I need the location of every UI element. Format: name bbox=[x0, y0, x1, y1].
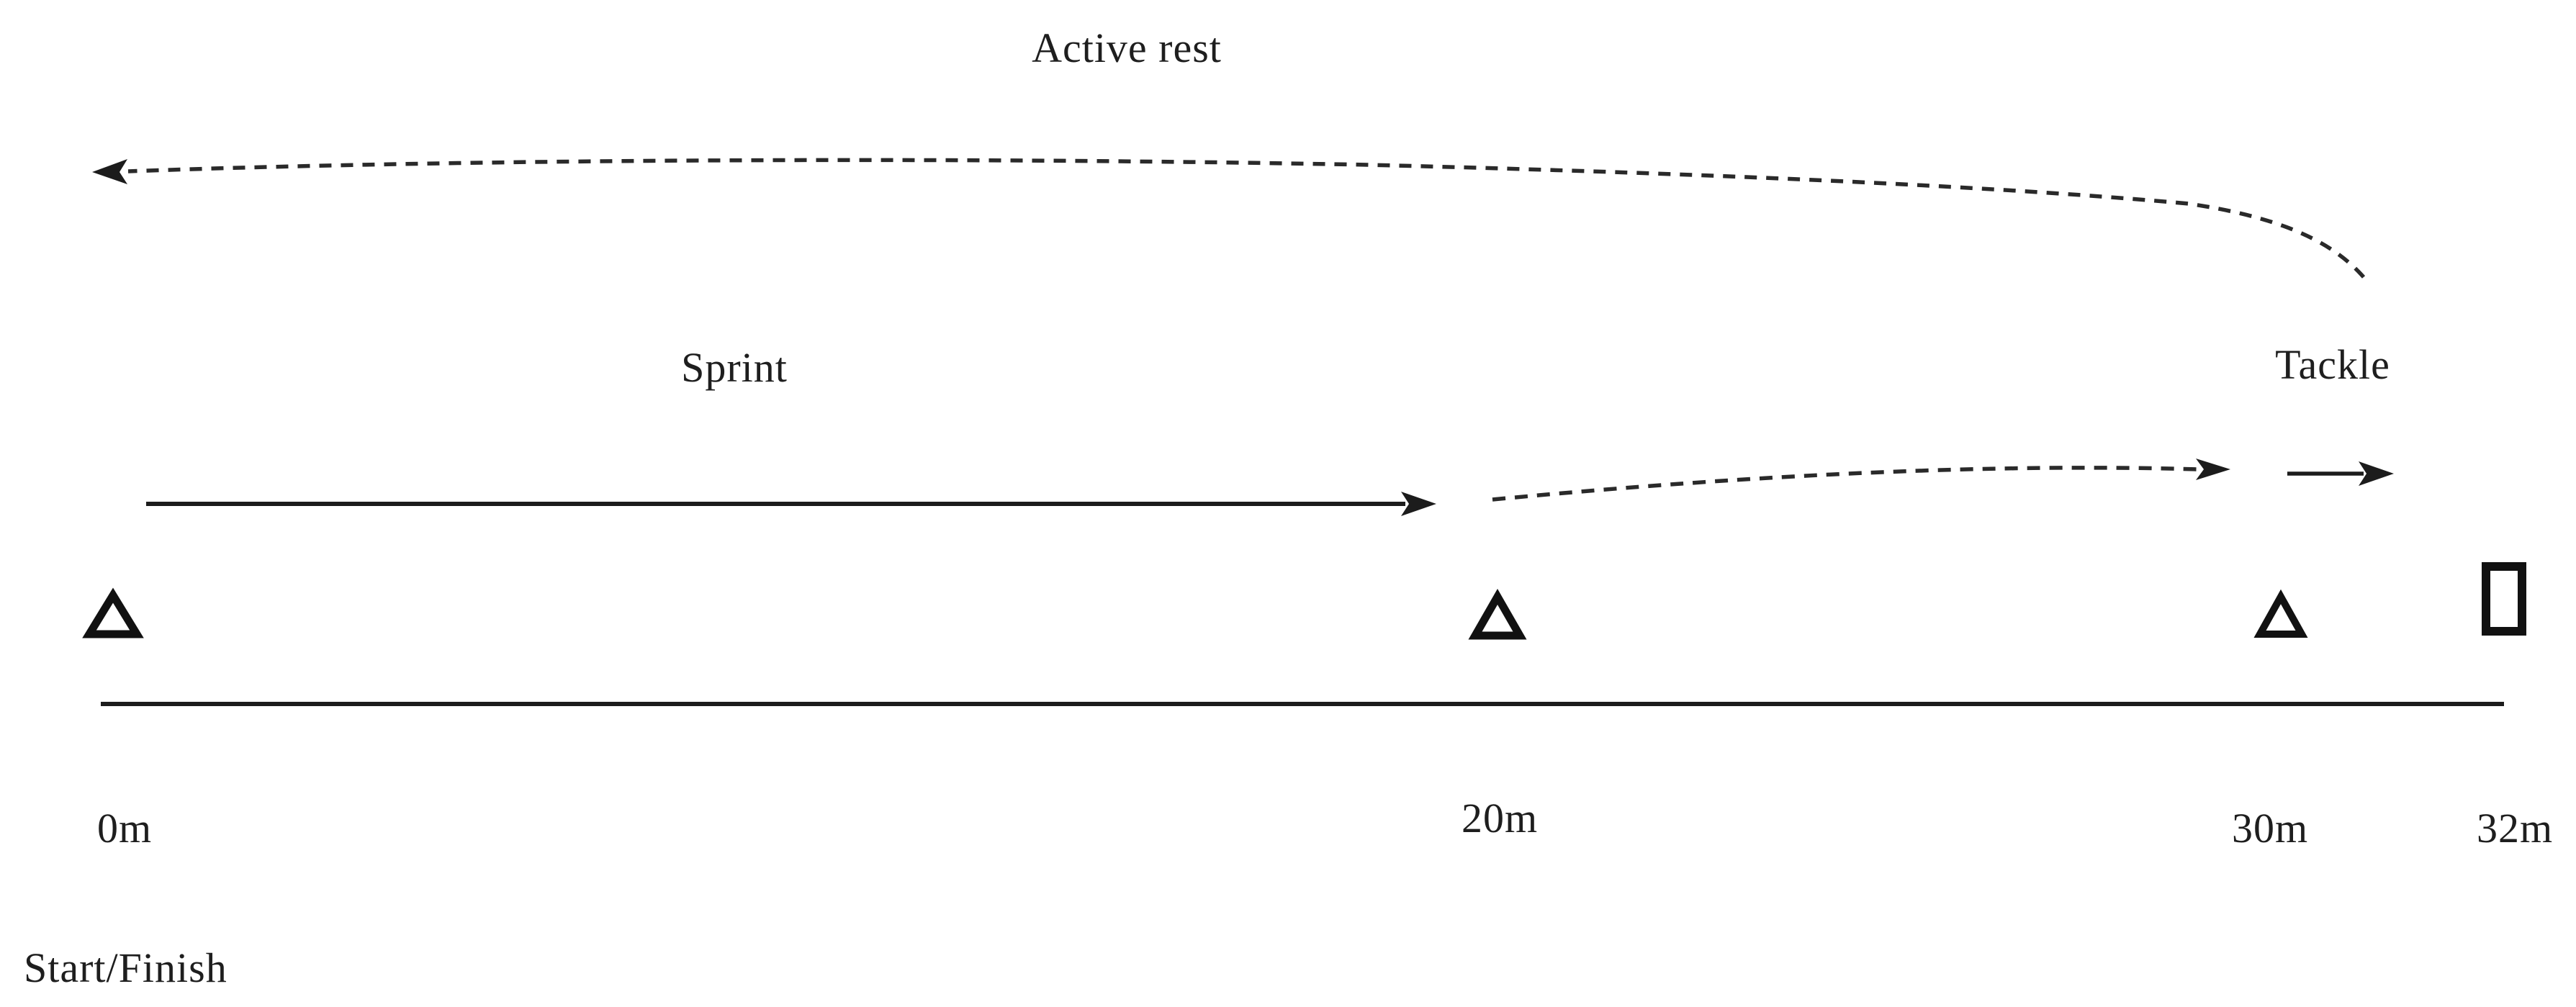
distance-label-0m: 0m bbox=[96, 805, 153, 852]
tackle-arrowhead-icon bbox=[2359, 461, 2394, 486]
sprint-arrowhead-icon bbox=[1401, 492, 1436, 516]
active-rest-arrowhead-icon bbox=[92, 159, 127, 184]
cone-icon-20m bbox=[1468, 588, 1527, 640]
distance-label-32m: 32m bbox=[2476, 805, 2554, 852]
start-finish-label: Start/Finish bbox=[24, 944, 228, 991]
distance-label-30m: 30m bbox=[2231, 805, 2309, 852]
jog-arrowhead-icon bbox=[2196, 459, 2230, 480]
tackle-bag-icon bbox=[2482, 562, 2526, 636]
cone-icon-0m bbox=[82, 587, 144, 638]
distance-label-20m: 20m bbox=[1461, 795, 1539, 841]
sprint-label: Sprint bbox=[681, 344, 788, 391]
jog-dashed-arrow bbox=[1492, 466, 2198, 502]
active-rest-dashed-arrow bbox=[127, 158, 2366, 279]
tackle-label: Tackle bbox=[2275, 341, 2390, 388]
cone-icon-30m bbox=[2253, 589, 2308, 638]
active-rest-label: Active rest bbox=[1032, 24, 1222, 71]
